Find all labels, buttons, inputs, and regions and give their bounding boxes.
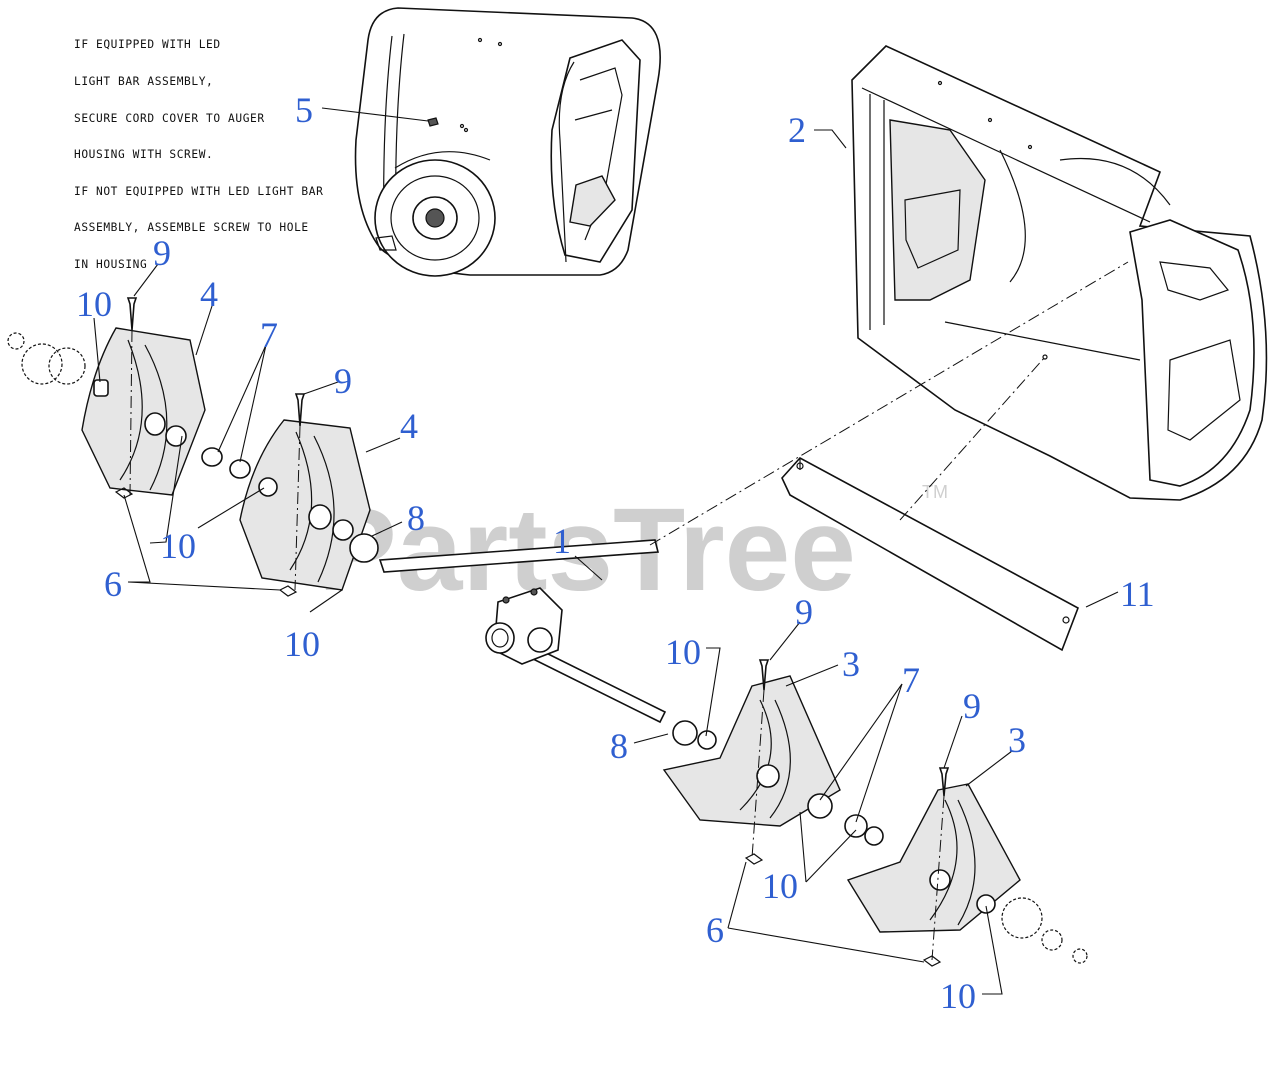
callout-10-left-outer: 10 <box>76 284 112 324</box>
note-line: IN HOUSING <box>74 258 148 272</box>
callout-10-right-top: 10 <box>665 632 701 672</box>
note-line: HOUSING WITH SCREW. <box>74 148 214 162</box>
callout-8-upper: 8 <box>407 498 425 538</box>
hardware <box>114 117 950 967</box>
callout-9-left-inner: 9 <box>334 361 352 401</box>
callout-8-lower: 8 <box>610 726 628 766</box>
center-lines <box>129 261 1129 961</box>
right-auger-outer <box>807 783 1088 964</box>
note-line: IF NOT EQUIPPED WITH LED LIGHT BAR <box>74 184 324 198</box>
callout-9-left-outer: 9 <box>153 233 171 273</box>
callout-9-right-inner: 9 <box>795 592 813 632</box>
right-auger-inner <box>662 675 841 827</box>
left-auger-inner <box>201 419 379 591</box>
note-line: IF EQUIPPED WITH LED <box>74 38 221 52</box>
callout-7-right: 7 <box>902 660 920 700</box>
auger-shaft-gearbox <box>378 539 667 724</box>
callout-labels: 5 2 1 11 8 8 9 9 9 9 4 4 3 3 7 7 10 10 1… <box>76 90 1155 1016</box>
callout-6-left: 6 <box>104 564 122 604</box>
leader-lines <box>93 107 1119 995</box>
callout-4-inner: 4 <box>400 406 418 446</box>
callout-10-left-mid: 10 <box>160 526 196 566</box>
callout-10-right-mid: 10 <box>762 866 798 906</box>
upper-auger-housing <box>354 7 661 277</box>
callout-6-right: 6 <box>706 910 724 950</box>
note-line: ASSEMBLY, ASSEMBLE SCREW TO HOLE <box>74 221 309 235</box>
callout-10-left-inner: 10 <box>284 624 320 664</box>
callout-7-left: 7 <box>260 315 278 355</box>
callout-5: 5 <box>295 90 313 130</box>
note-line: SECURE CORD COVER TO AUGER <box>74 111 265 125</box>
left-auger-outer <box>7 327 206 496</box>
callout-2: 2 <box>788 110 806 150</box>
callout-3-inner: 3 <box>842 644 860 684</box>
callout-10-right-bottom: 10 <box>940 976 976 1016</box>
shave-plate-bracket <box>781 456 1079 652</box>
auger-housing <box>851 45 1268 501</box>
callout-11: 11 <box>1120 574 1155 614</box>
note-line: LIGHT BAR ASSEMBLY, <box>74 75 214 89</box>
assembly-note: IF EQUIPPED WITH LED LIGHT BAR ASSEMBLY,… <box>74 15 323 296</box>
callout-9-right-outer: 9 <box>963 686 981 726</box>
callout-1: 1 <box>553 521 571 561</box>
callout-4-outer: 4 <box>200 274 218 314</box>
callout-3-outer: 3 <box>1008 720 1026 760</box>
watermark-trademark: TM <box>922 482 948 502</box>
